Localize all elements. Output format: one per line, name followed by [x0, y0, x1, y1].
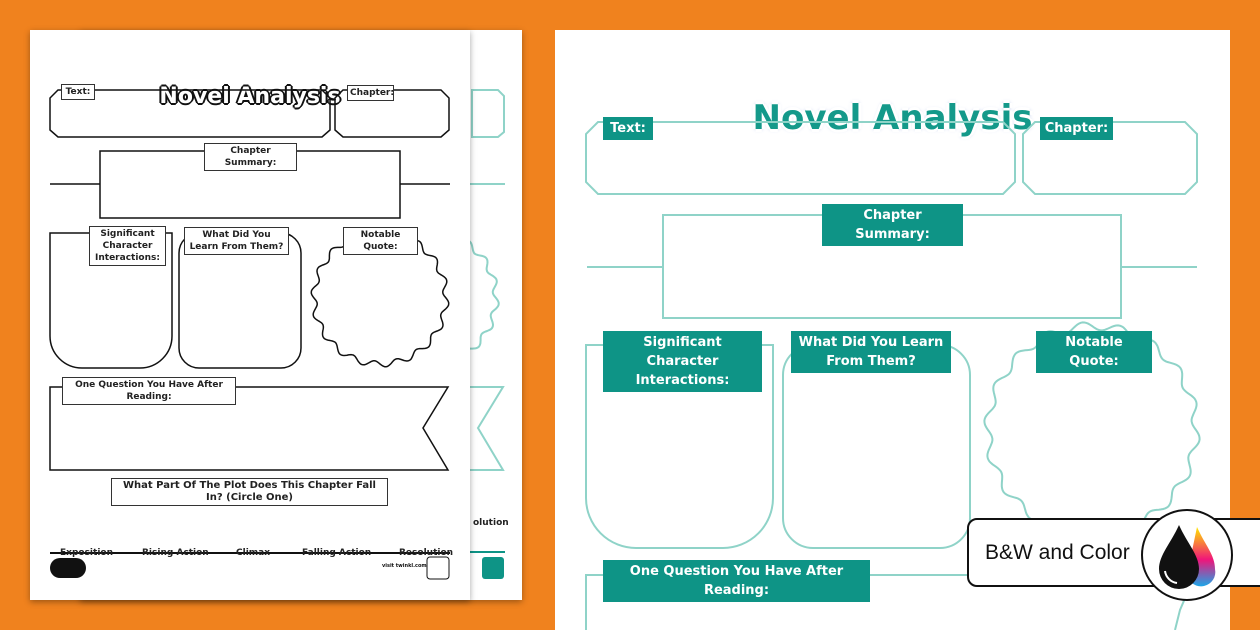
chapter-summary-label-color: Chapter Summary:	[822, 204, 963, 246]
chapter-summary-label: Chapter Summary:	[204, 143, 297, 171]
significant-interactions-label: Significant Character Interactions:	[89, 226, 166, 266]
question-label-color: One Question You Have After Reading:	[603, 560, 870, 602]
page-title-color: Novel Analysis	[752, 98, 1033, 138]
plot-question: What Part Of The Plot Does This Chapter …	[111, 478, 388, 506]
text-label: Text:	[61, 84, 95, 100]
learn-label: What Did You Learn From Them?	[184, 227, 289, 255]
chapter-label-color: Chapter:	[1040, 117, 1113, 140]
badge-label: B&W and Color	[985, 541, 1130, 564]
text-label-color: Text:	[603, 117, 653, 140]
twinkl-logo	[50, 558, 86, 578]
visit-text: visit twinkl.com	[382, 563, 427, 569]
page-title: Novel Analysis	[159, 84, 341, 109]
plot-option-resolution[interactable]: Resolution	[399, 548, 454, 558]
question-label: One Question You Have After Reading:	[62, 377, 236, 405]
notable-quote-label-color: Notable Quote:	[1036, 331, 1152, 373]
plot-option-falling-action[interactable]: Falling Action	[302, 548, 372, 558]
bw-outlines	[49, 89, 450, 580]
chapter-label: Chapter:	[347, 85, 394, 101]
plot-option-exposition[interactable]: Exposition	[60, 548, 113, 558]
significant-interactions-label-color: Significant Character Interactions:	[603, 331, 762, 392]
ink-drops-icon	[1141, 509, 1233, 601]
plot-option-climax[interactable]: Climax	[236, 548, 271, 558]
plot-option-rising-action[interactable]: Rising Action	[142, 548, 209, 558]
bw-worksheet-page: Novel Analysis Text: Chapter: Chapter Su…	[30, 30, 470, 600]
learn-label-color: What Did You Learn From Them?	[791, 331, 951, 373]
back-plot-option: olution	[473, 518, 509, 528]
notable-quote-label: Notable Quote:	[343, 227, 418, 255]
